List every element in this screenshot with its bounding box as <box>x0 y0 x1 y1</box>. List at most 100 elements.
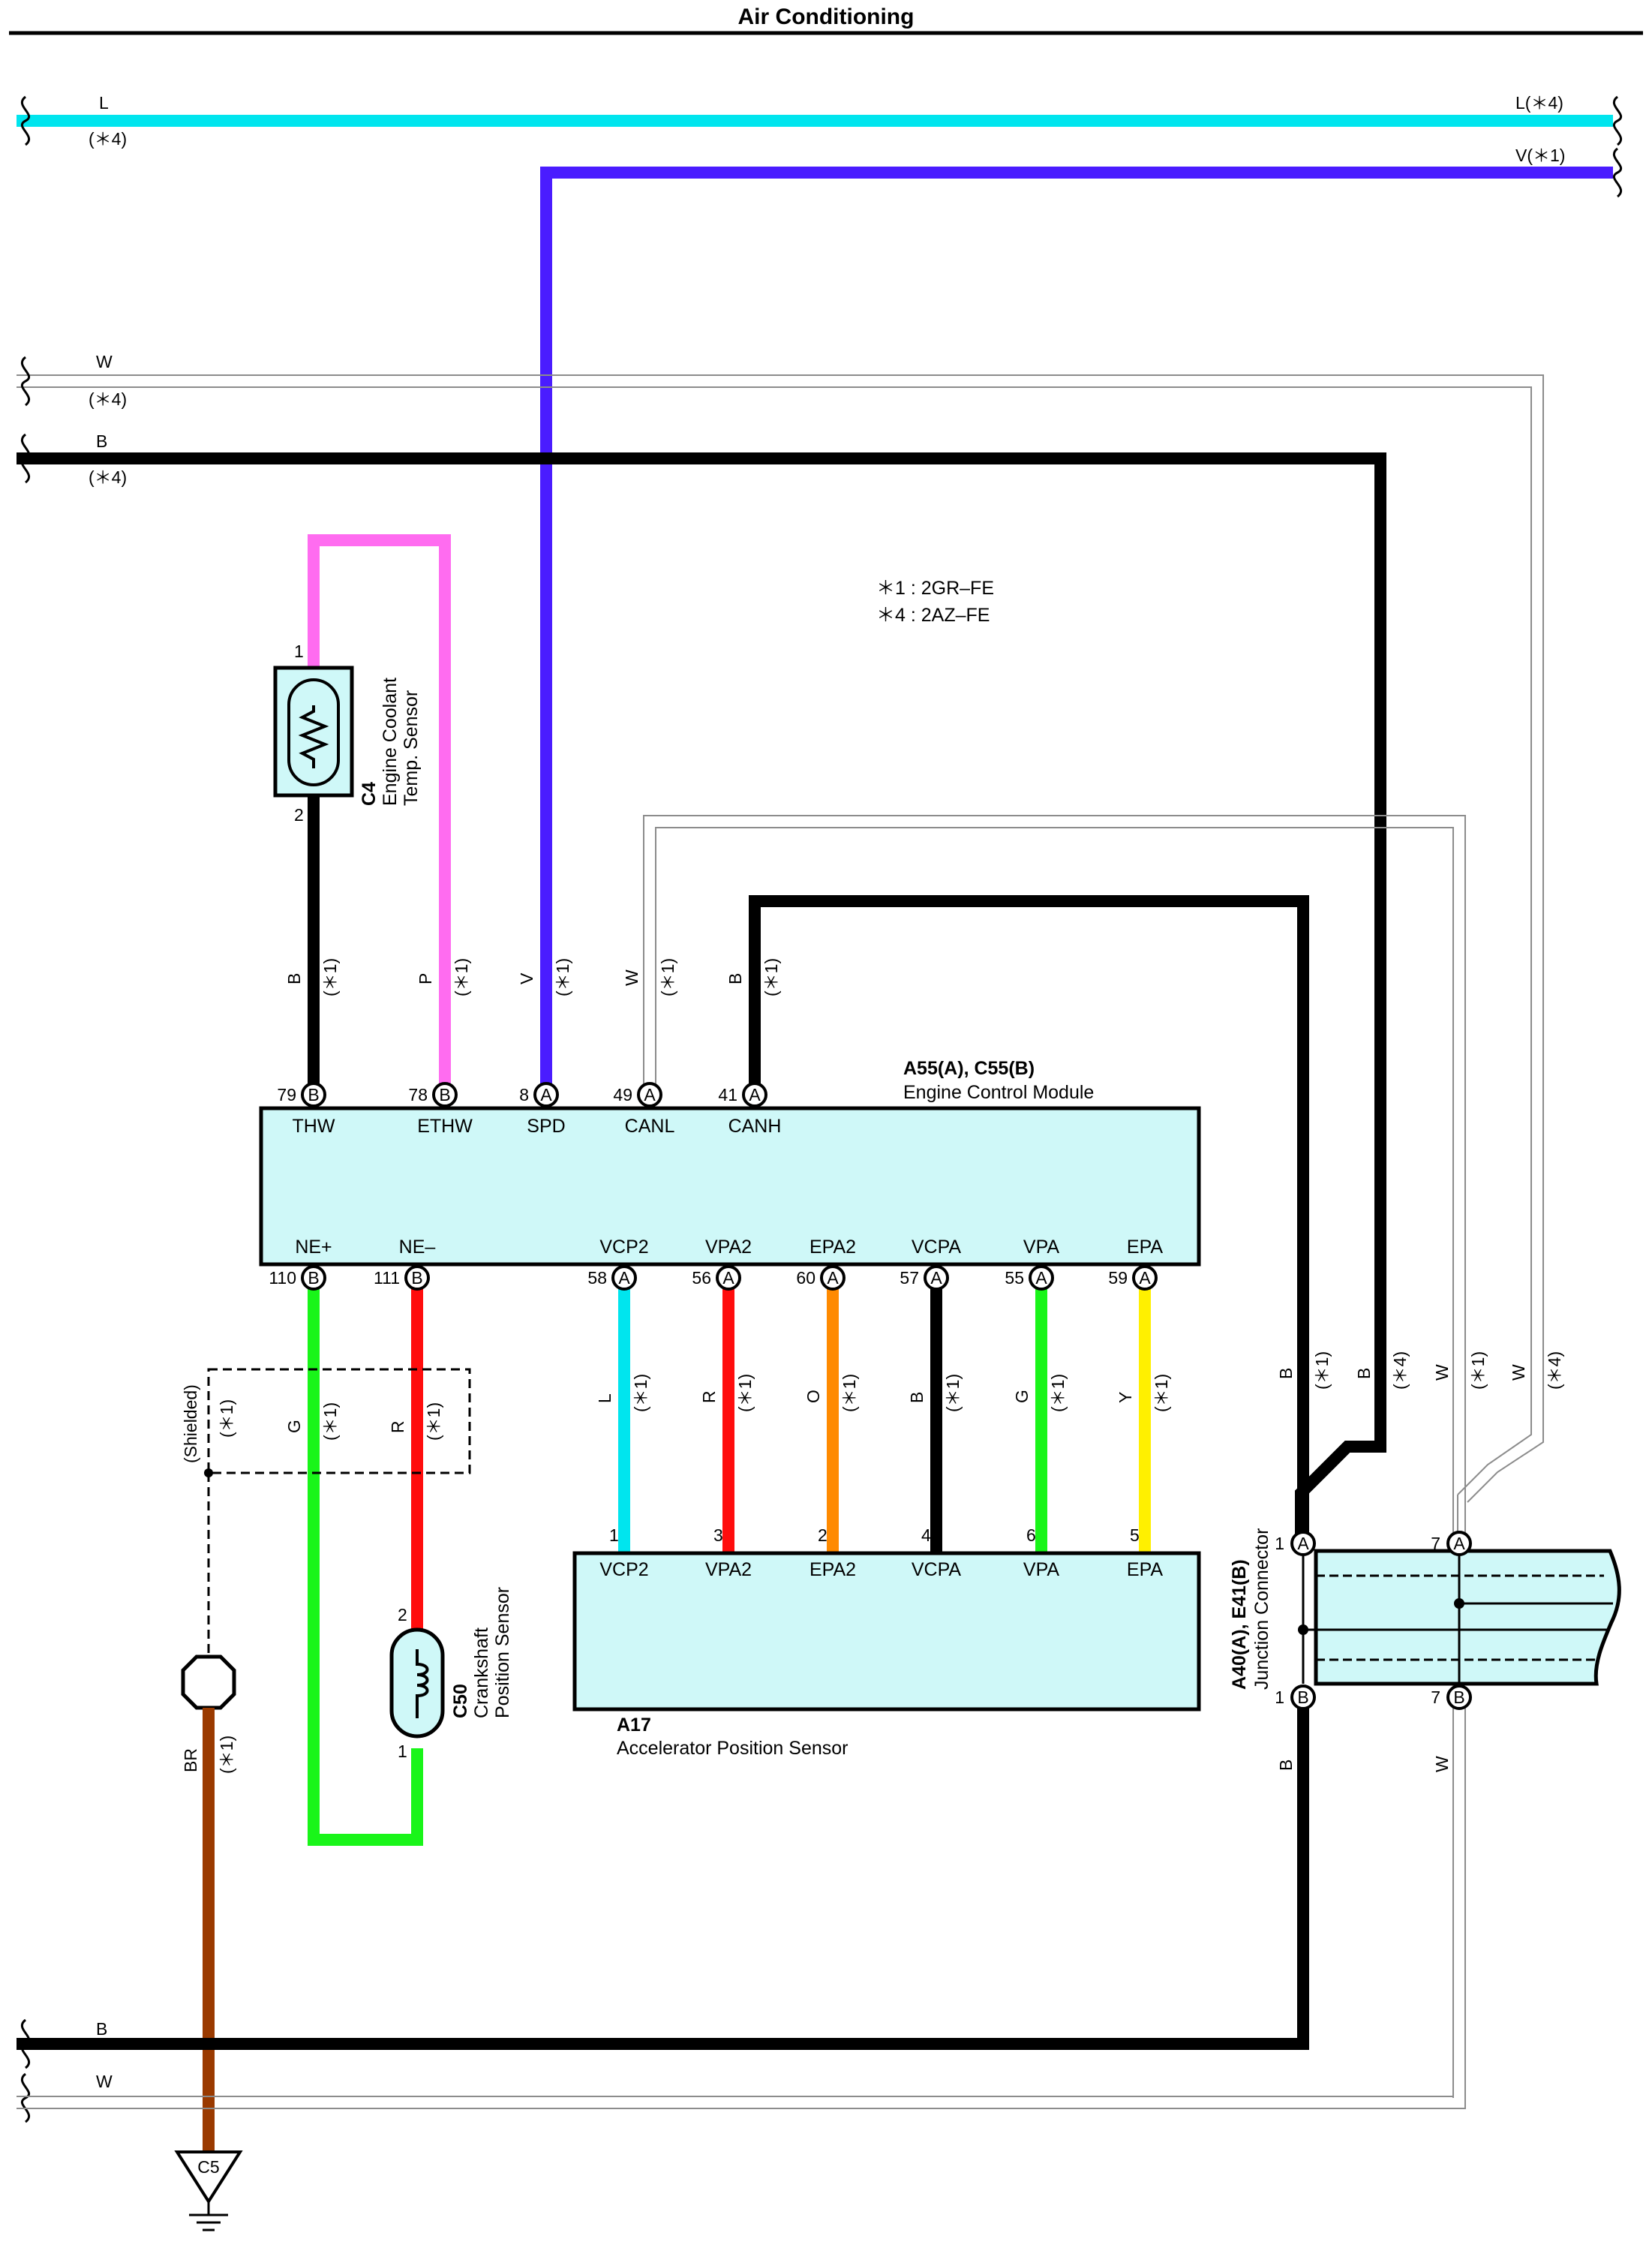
break-mark-w-top <box>20 356 31 407</box>
svg-text:VCPA: VCPA <box>912 1559 962 1580</box>
svg-text:A17: A17 <box>617 1715 651 1736</box>
svg-text:B: B <box>1276 1760 1296 1771</box>
svg-text:W: W <box>622 969 641 986</box>
wire-w-top-outer <box>17 374 1544 1503</box>
svg-text:THW: THW <box>293 1116 335 1137</box>
wire-label-b-top: B <box>96 431 107 451</box>
svg-text:55: 55 <box>1005 1268 1024 1288</box>
svg-text:R: R <box>699 1390 719 1403</box>
svg-text:V: V <box>517 972 536 984</box>
wire-label-v-right: V(＊1) <box>1515 146 1565 165</box>
svg-text:(＊1): (＊1) <box>840 1374 859 1412</box>
svg-text:A40(A), E41(B): A40(A), E41(B) <box>1229 1559 1250 1690</box>
svg-text:B: B <box>308 1268 319 1288</box>
svg-text:(＊1): (＊1) <box>320 1402 340 1441</box>
wire-b-top <box>17 452 1386 1537</box>
svg-text:A: A <box>1035 1268 1047 1288</box>
ecm-top-pins: B 79 THW B 78 ETHW A 8 SPD A 49 CANL A 4… <box>277 1082 782 1137</box>
svg-text:B: B <box>1276 1368 1296 1379</box>
svg-text:Engine Control Module: Engine Control Module <box>903 1082 1094 1103</box>
svg-text:EPA2: EPA2 <box>809 1237 856 1258</box>
svg-text:SPD: SPD <box>527 1116 565 1137</box>
svg-text:A: A <box>722 1268 734 1288</box>
svg-text:57: 57 <box>900 1268 919 1288</box>
ecm-bottom-pins: NE+ B 110 NE– B 111 VCP2 A 58 VPA2 A 56 … <box>269 1237 1163 1291</box>
svg-text:B: B <box>1354 1368 1374 1379</box>
svg-text:2: 2 <box>294 805 304 825</box>
svg-text:VCP2: VCP2 <box>599 1237 648 1258</box>
svg-text:W: W <box>1509 1364 1528 1381</box>
svg-text:4: 4 <box>921 1525 931 1545</box>
svg-text:G: G <box>1012 1390 1032 1403</box>
svg-text:111: 111 <box>374 1268 400 1288</box>
svg-text:(＊1): (＊1) <box>631 1374 650 1412</box>
wire-ne-plus <box>308 1282 423 1846</box>
svg-text:EPA: EPA <box>1127 1237 1163 1258</box>
svg-text:A: A <box>1297 1534 1309 1553</box>
svg-text:(＊1): (＊1) <box>943 1374 963 1412</box>
svg-text:CANH: CANH <box>728 1116 782 1137</box>
svg-text:5: 5 <box>1130 1525 1140 1545</box>
svg-text:(＊1): (＊1) <box>1468 1351 1488 1390</box>
ground-icon: C5 <box>174 2150 243 2231</box>
svg-text:A: A <box>618 1268 630 1288</box>
wire-label-b-bottom: B <box>96 2019 107 2039</box>
svg-text:CANL: CANL <box>625 1116 675 1137</box>
svg-text:A: A <box>644 1085 656 1104</box>
svg-text:60: 60 <box>796 1268 815 1288</box>
svg-text:(＊4): (＊4) <box>1545 1351 1564 1390</box>
svg-text:1: 1 <box>294 642 304 661</box>
svg-text:1: 1 <box>1275 1687 1284 1707</box>
svg-text:A55(A), C55(B): A55(A), C55(B) <box>903 1058 1035 1079</box>
svg-text:NE–: NE– <box>399 1237 436 1258</box>
svg-text:1: 1 <box>398 1742 407 1761</box>
svg-text:P: P <box>416 973 435 984</box>
svg-text:Y: Y <box>1116 1392 1135 1403</box>
wire-b-bottom <box>17 1700 1309 2050</box>
ecm-top-wire-labels: B (＊1) P (＊1) V (＊1) W (＊1) B (＊1) <box>284 958 781 996</box>
svg-text:(＊1): (＊1) <box>1152 1374 1171 1412</box>
wire-note-b-top: (＊4) <box>89 467 127 487</box>
svg-text:49: 49 <box>613 1085 632 1104</box>
svg-text:B: B <box>1297 1687 1308 1707</box>
svg-text:W: W <box>1432 1756 1452 1772</box>
junction-wire-labels: B (＊1) B (＊4) W (＊1) W (＊4) B W <box>1276 1351 1564 1772</box>
svg-text:A: A <box>1139 1268 1151 1288</box>
svg-text:(＊1): (＊1) <box>217 1399 236 1438</box>
svg-text:Crankshaft: Crankshaft <box>471 1627 492 1718</box>
svg-text:(＊1): (＊1) <box>735 1374 755 1412</box>
svg-text:(＊4): (＊4) <box>1390 1351 1410 1390</box>
svg-text:Position Sensor: Position Sensor <box>492 1587 513 1718</box>
wire-label-w-bottom: W <box>96 2072 113 2091</box>
svg-text:(＊1): (＊1) <box>1312 1351 1332 1390</box>
svg-text:C5: C5 <box>197 2157 219 2177</box>
svg-text:W: W <box>1432 1364 1452 1381</box>
note-1: ＊1 : 2GR–FE <box>876 578 994 599</box>
break-mark-v-right <box>1612 147 1623 198</box>
svg-text:O: O <box>803 1390 823 1403</box>
svg-text:(＊1): (＊1) <box>553 958 572 996</box>
svg-text:R: R <box>388 1420 407 1433</box>
wire-note-br: (＊1) <box>217 1736 236 1774</box>
ecm-bottom-wire-labels: G (＊1) R (＊1) L (＊1) R (＊1) O (＊1) B (＊1… <box>284 1374 1171 1441</box>
svg-text:VCP2: VCP2 <box>599 1559 648 1580</box>
svg-text:C4: C4 <box>359 782 380 806</box>
wire-w-top-inner <box>17 386 1532 1495</box>
svg-text:B: B <box>439 1085 450 1104</box>
wire-canl-inner <box>655 827 1454 2098</box>
svg-text:41: 41 <box>718 1085 737 1104</box>
svg-text:NE+: NE+ <box>295 1237 332 1258</box>
svg-text:B: B <box>411 1268 422 1288</box>
wire-label-l-left: L <box>99 93 109 113</box>
svg-text:7: 7 <box>1431 1687 1440 1707</box>
svg-text:(＊1): (＊1) <box>320 958 340 996</box>
svg-text:(＊1): (＊1) <box>424 1402 443 1441</box>
svg-text:C50: C50 <box>450 1684 471 1718</box>
svg-text:(Shielded): (Shielded) <box>181 1384 200 1463</box>
svg-text:B: B <box>907 1392 927 1403</box>
svg-text:VPA: VPA <box>1023 1559 1059 1580</box>
wire-v-spd <box>540 167 1613 1088</box>
svg-text:VCPA: VCPA <box>912 1237 962 1258</box>
svg-text:VPA: VPA <box>1023 1237 1059 1258</box>
